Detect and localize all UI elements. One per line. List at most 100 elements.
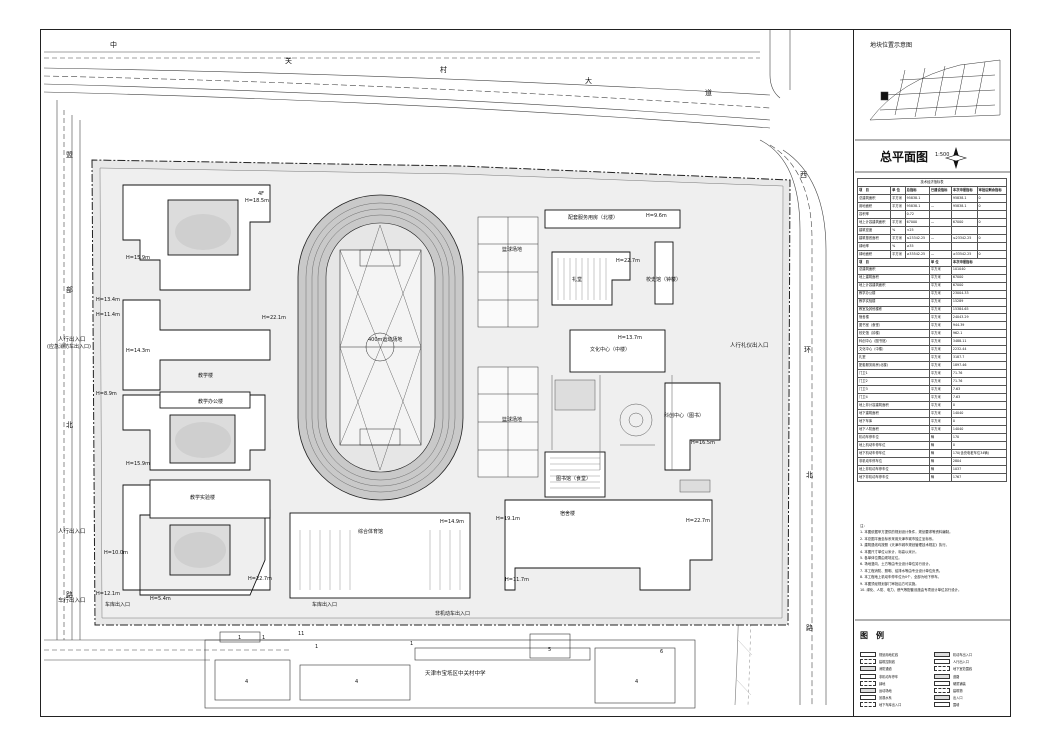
table-cell bbox=[950, 225, 978, 235]
table-cell: 7.63 bbox=[950, 385, 1008, 395]
legend-swatch bbox=[860, 688, 876, 693]
table-cell bbox=[928, 241, 952, 251]
table-cell: 平方米 bbox=[928, 425, 952, 434]
block-number: 4 bbox=[245, 679, 249, 685]
table-cell: 教学办公楼 bbox=[857, 289, 930, 299]
table-cell: 配套服务用房(北楼) bbox=[857, 361, 930, 371]
table-cell: 95838.1 bbox=[950, 201, 978, 211]
table-cell: 非机动车停车位 bbox=[857, 456, 930, 466]
legend-label: 出入口 bbox=[953, 696, 963, 701]
table-row: 建筑密度%<25 bbox=[856, 225, 1008, 235]
legend-item: 景观水系 bbox=[860, 695, 892, 701]
table-cell: 宿舍楼 bbox=[857, 313, 930, 323]
table-cell: 辆 bbox=[928, 448, 952, 458]
table-cell: 14040 bbox=[950, 409, 1008, 419]
entrance-label: 非机动车出入口 bbox=[435, 611, 471, 617]
height-label: H=5.4m bbox=[150, 596, 171, 602]
east-building-cluster bbox=[289, 209, 721, 599]
block-number: 1 bbox=[410, 641, 414, 647]
table-cell: 平方米 bbox=[890, 233, 906, 243]
running-track bbox=[297, 194, 464, 501]
table-cell: 辆 bbox=[928, 464, 952, 474]
table-cell: 总指标 bbox=[904, 185, 930, 195]
legend-label: 运动场地 bbox=[879, 689, 892, 693]
table-cell: 地下非机动车停车位 bbox=[857, 472, 930, 482]
table-cell: 1037 bbox=[950, 464, 1008, 474]
legend-item: 地下室范围线 bbox=[934, 666, 972, 672]
east-road-char-3: 北 bbox=[806, 471, 813, 479]
legend-swatch bbox=[860, 666, 876, 672]
table-cell: 2232.44 bbox=[950, 345, 1008, 355]
table-cell: 绿地率 bbox=[856, 241, 892, 251]
height-label: H=18.5m bbox=[245, 198, 269, 204]
court-label: 篮球场地 bbox=[502, 247, 523, 253]
notes-title: 注： bbox=[860, 524, 867, 528]
table-title: 技术经济指标表 bbox=[857, 178, 1007, 187]
table-cell: 已建设指标 bbox=[928, 185, 952, 195]
height-label: H=11.7m bbox=[505, 577, 529, 583]
legend-swatch bbox=[934, 680, 950, 686]
height-label: H=15.9m bbox=[126, 255, 150, 261]
table-cell: ≥33542.25 bbox=[904, 249, 930, 259]
note-line: 8. 本工程地上机动车停车位为0个，全部为地下停车。 bbox=[860, 575, 942, 580]
table-cell: 平方米 bbox=[928, 353, 952, 363]
table-cell: 地上机动车停车位 bbox=[857, 440, 930, 450]
table-cell: ≤23342.25 bbox=[904, 233, 930, 243]
block-number: 6 bbox=[660, 649, 664, 655]
table-cell: 67000 bbox=[950, 273, 1008, 283]
note-line: 4. 本图尺寸单位以米计，标高以米计。 bbox=[860, 549, 919, 554]
legend-item: 机动车出入口 bbox=[934, 652, 972, 657]
table-cell bbox=[890, 209, 906, 219]
table-cell: 用地面积 bbox=[856, 201, 892, 211]
block-number: 1 bbox=[315, 644, 319, 650]
height-label: H=8.9m bbox=[96, 391, 117, 397]
east-road-char-4: 路 bbox=[806, 624, 813, 632]
table-cell: 95838.1 bbox=[950, 193, 978, 203]
legend-title: 图 例 bbox=[860, 631, 884, 640]
height-label: H=12.1m bbox=[96, 591, 120, 597]
table-cell: 科创中心（图书馆） bbox=[857, 337, 930, 347]
height-label: H=22.7m bbox=[616, 258, 640, 264]
table-cell: 962.1 bbox=[950, 329, 1008, 339]
note-line: 6. 场地竖向、土方等由专业设计单位另行设计。 bbox=[860, 562, 933, 567]
court-label: 篮球场地 bbox=[502, 417, 523, 423]
height-label: H=19.1m bbox=[496, 516, 520, 522]
table-cell: 项 目 bbox=[857, 257, 930, 267]
title-panel bbox=[853, 29, 1011, 717]
central-plaza bbox=[551, 375, 711, 493]
table-cell: 2804 bbox=[950, 456, 1008, 466]
drawing-title: 总平面图 bbox=[880, 150, 929, 164]
table-cell: 地下车库 bbox=[857, 417, 930, 427]
north-road-char-2: 关 bbox=[285, 57, 292, 65]
inner-court-lawns bbox=[174, 214, 231, 568]
table-cell: 建筑基底面积 bbox=[856, 233, 892, 243]
entrance-label: 人行出入口 bbox=[58, 337, 86, 343]
table-cell: 15384.65 bbox=[950, 305, 1008, 315]
table-cell: 0 bbox=[976, 201, 1008, 211]
north-road-char-3: 村 bbox=[440, 66, 447, 74]
neighbor-school-label: 天津市宝坻区中关村中学 bbox=[425, 671, 486, 677]
sports-field-label: 400m运动场地 bbox=[368, 337, 403, 343]
legend-item: 围墙 bbox=[934, 702, 959, 708]
table-cell: 地上计容建筑面积 bbox=[857, 281, 930, 291]
north-road-char-4: 大 bbox=[585, 77, 592, 85]
height-label: H=22.7m bbox=[248, 576, 272, 582]
legend-label: 消防通道 bbox=[879, 667, 892, 672]
table-cell: 170 bbox=[950, 433, 1008, 442]
entrance-label: (应急消防车出入口) bbox=[47, 344, 91, 350]
table-cell: 门卫4 bbox=[857, 393, 930, 403]
legend-label: 道路 bbox=[953, 674, 960, 679]
